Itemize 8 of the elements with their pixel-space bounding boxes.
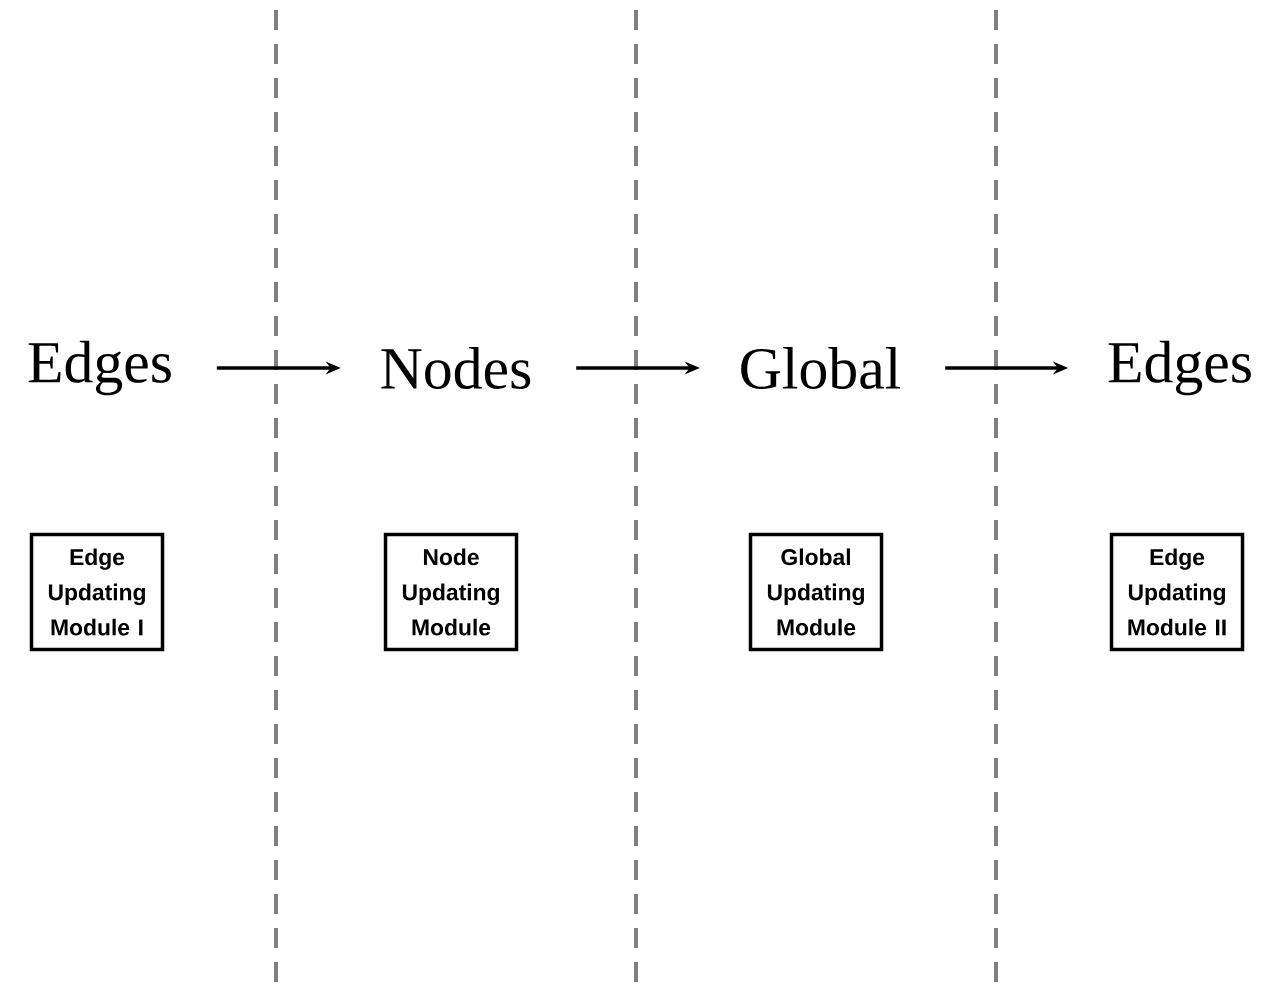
module-box: Global Updating Module — [748, 532, 884, 652]
module-box: Node Updating Module — [383, 532, 519, 652]
heading-text: Edges — [28, 340, 171, 396]
module-box: Edge Updating Module II — [1109, 532, 1245, 652]
heading-text: Nodes — [381, 347, 531, 389]
module-box: Edge Updating Module I — [29, 532, 165, 652]
heading-text: Edges — [1108, 340, 1251, 396]
heading-text: Global — [741, 347, 901, 389]
